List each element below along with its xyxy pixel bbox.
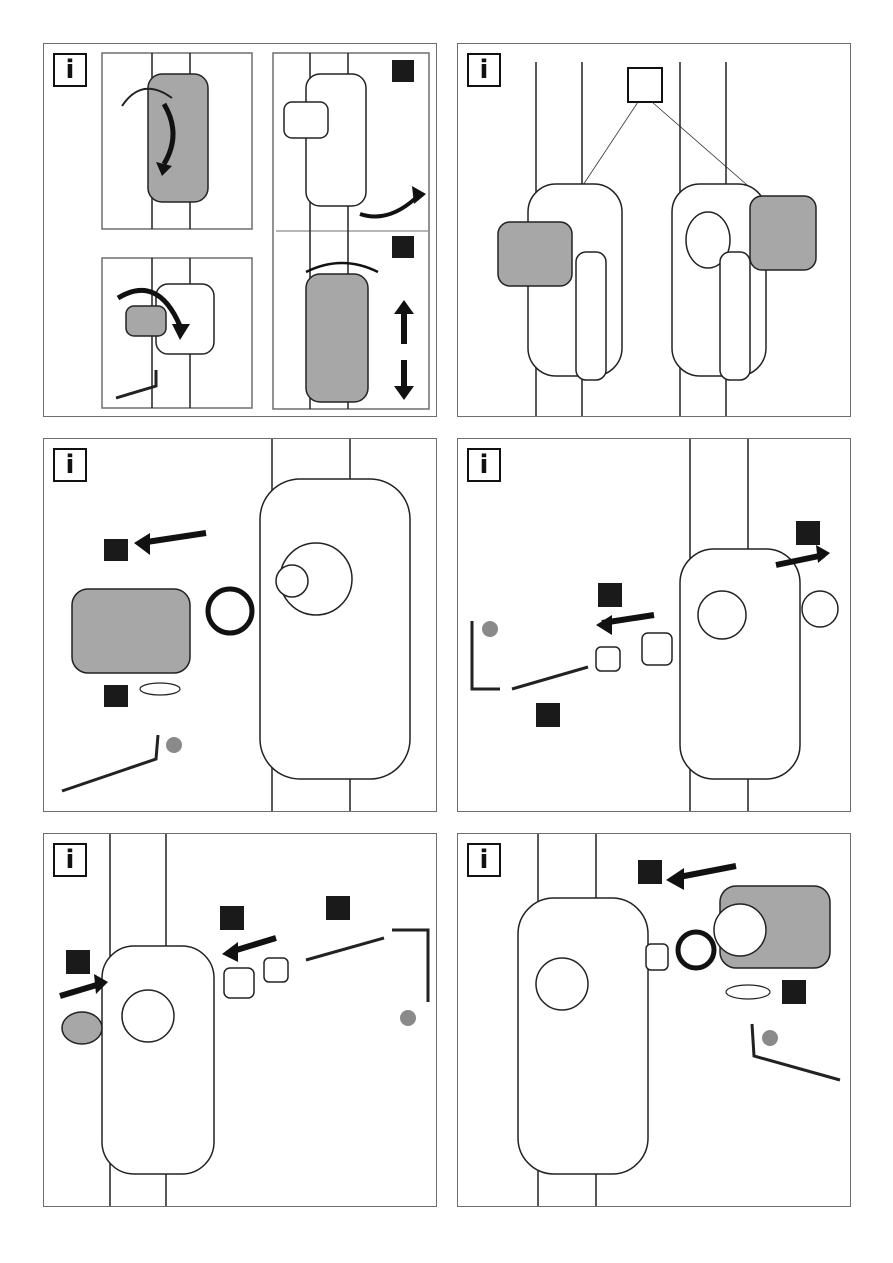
screw-icon xyxy=(512,667,588,689)
hex-key-icon xyxy=(62,735,158,791)
panel-remove-holder: i xyxy=(43,438,437,812)
illustration-holder-adjust xyxy=(44,44,437,417)
illustration-disassemble-screw xyxy=(458,439,851,812)
illustration-assemble-screw xyxy=(44,834,437,1207)
slider-body xyxy=(260,479,410,779)
screw-icon xyxy=(306,938,384,960)
illustration-remove-holder xyxy=(44,439,437,812)
o-ring-icon xyxy=(208,589,252,633)
slider-body xyxy=(148,74,208,202)
illustration-holder-orientation xyxy=(458,44,851,417)
panel-mount-holder: i xyxy=(457,833,851,1207)
callout-box xyxy=(628,68,662,102)
hex-key-icon xyxy=(392,930,428,1002)
illustration-mount-holder xyxy=(458,834,851,1207)
o-ring-icon xyxy=(678,932,714,968)
panel-adjust-holder: i xyxy=(43,43,437,417)
panel-assemble-screw: i xyxy=(43,833,437,1207)
panel-holder-orientation: i xyxy=(457,43,851,417)
panel-disassemble-screw: i xyxy=(457,438,851,812)
